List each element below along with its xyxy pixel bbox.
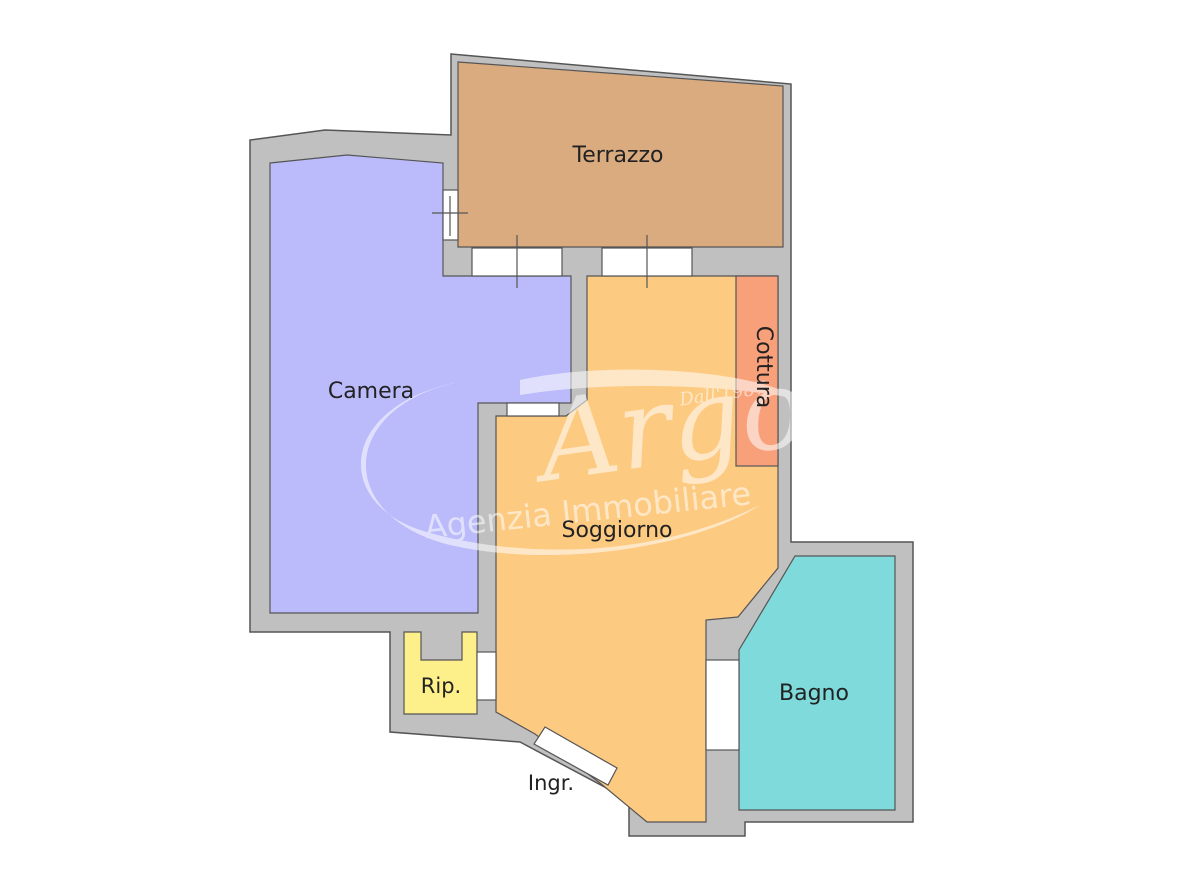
door-ripostiglio [476, 651, 497, 701]
room-terrazzo [457, 61, 784, 248]
rooms [269, 61, 896, 823]
label-ingresso: Ingr. [528, 771, 574, 795]
door-bagno [705, 659, 740, 751]
window-marks [432, 196, 648, 288]
label-ripostiglio: Rip. [421, 674, 461, 698]
room-ripostiglio [403, 631, 478, 715]
door-camera-soggiorno [506, 402, 560, 417]
door-ingresso [533, 726, 618, 786]
labels: Terrazzo Camera Soggiorno Cottura Bagno … [328, 143, 849, 795]
label-camera: Camera [328, 379, 414, 404]
label-soggiorno: Soggiorno [562, 518, 673, 543]
watermark-swoosh-2 [520, 369, 800, 400]
room-cottura [735, 275, 779, 467]
label-bagno: Bagno [779, 681, 849, 706]
room-camera [269, 154, 572, 614]
room-bagno [738, 555, 896, 811]
label-cottura: Cottura [751, 326, 776, 409]
label-terrazzo: Terrazzo [572, 143, 664, 168]
